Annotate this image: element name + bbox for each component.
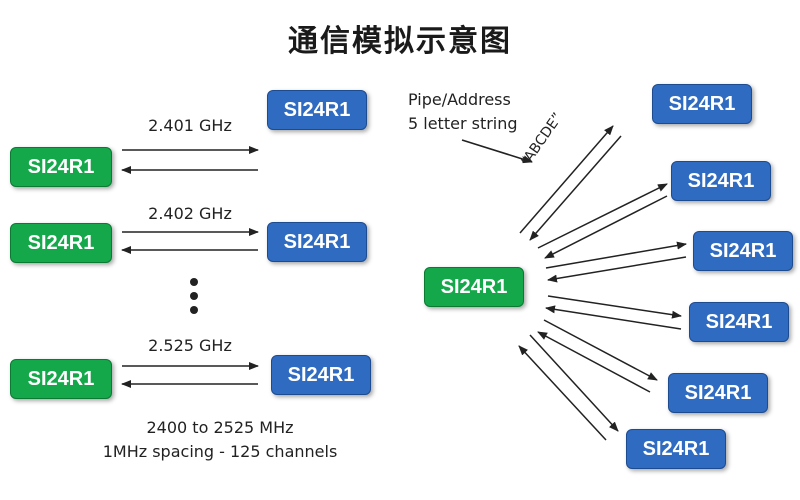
- ellipsis-dot-bottom: [190, 306, 198, 314]
- pipe-note-line1: Pipe/Address: [408, 90, 511, 109]
- range-note-line2: 1MHz spacing - 125 channels: [102, 442, 338, 461]
- freq-label-ch3: 2.525 GHz: [148, 336, 232, 355]
- module-tx-ch2: SI24R1: [10, 223, 112, 263]
- module-rx-ch2: SI24R1: [267, 222, 367, 262]
- hub-r1-in: [529, 135, 622, 241]
- hub-r4-in: [545, 305, 682, 330]
- range-note-line1: 2400 to 2525 MHz: [146, 418, 294, 437]
- module-tx-ch1: SI24R1: [10, 147, 112, 187]
- hub-r5-in: [537, 331, 651, 393]
- diagram-title: 通信模拟示意图: [288, 24, 512, 59]
- module-pipe-4: SI24R1: [689, 302, 789, 342]
- hub-r2-in: [544, 195, 668, 259]
- ellipsis-dot-top: [190, 278, 198, 286]
- freq-label-ch2: 2.402 GHz: [148, 204, 232, 223]
- hub-r1-out: [519, 125, 614, 234]
- hub-r3-in: [547, 256, 687, 283]
- hub-r4-out: [547, 295, 682, 319]
- module-rx-ch3: SI24R1: [271, 355, 371, 395]
- module-pipe-6: SI24R1: [626, 429, 726, 469]
- module-pipe-3: SI24R1: [693, 231, 793, 271]
- module-pipe-1: SI24R1: [652, 84, 752, 124]
- module-rx-ch1: SI24R1: [267, 90, 367, 130]
- module-pipe-2: SI24R1: [671, 161, 771, 201]
- pipe-pointer-arrow: [461, 139, 533, 164]
- ellipsis-dot-mid: [190, 292, 198, 300]
- hub-r3-out: [545, 241, 687, 269]
- hub-r6-in: [518, 345, 607, 441]
- module-tx-ch3: SI24R1: [10, 359, 112, 399]
- module-hub: SI24R1: [424, 267, 524, 307]
- hub-r5-out: [543, 319, 658, 381]
- hub-r2-out: [537, 183, 668, 249]
- module-pipe-5: SI24R1: [668, 373, 768, 413]
- pipe-note-line2: 5 letter string: [408, 114, 518, 133]
- freq-label-ch1: 2.401 GHz: [148, 116, 232, 135]
- hub-r6-out: [529, 334, 619, 432]
